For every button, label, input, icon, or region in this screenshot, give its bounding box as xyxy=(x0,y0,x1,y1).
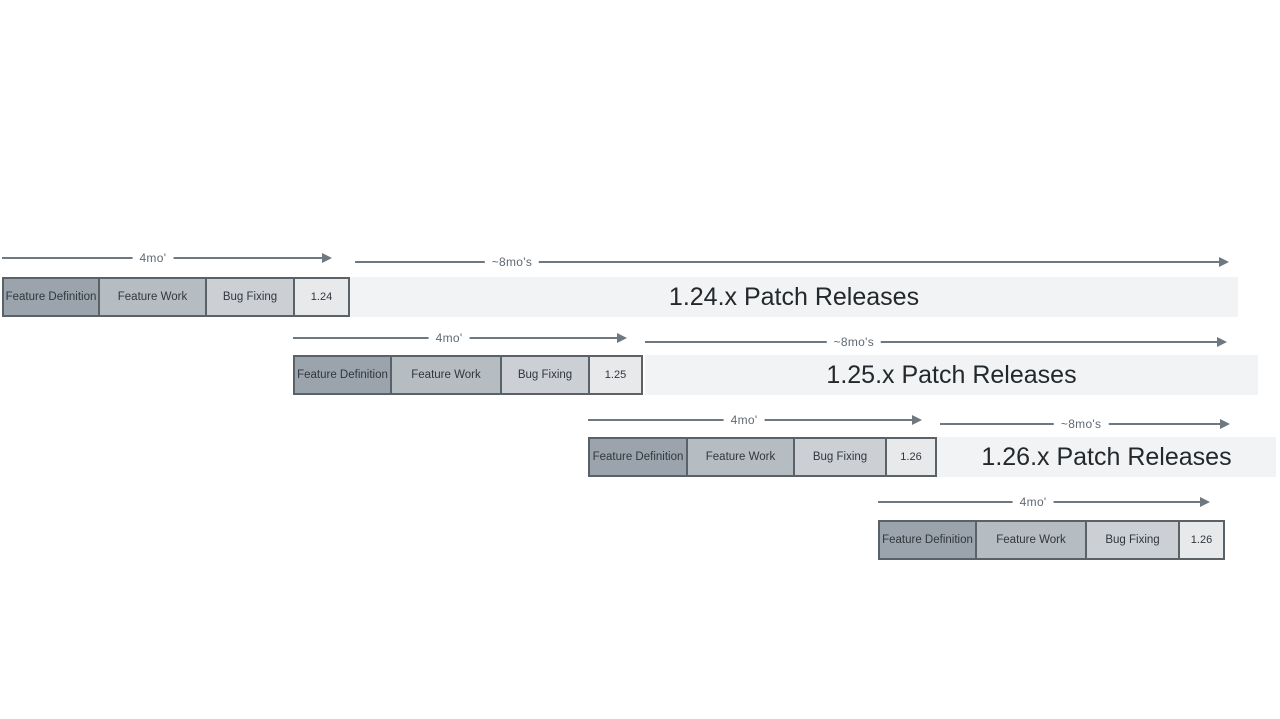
arrow-head-icon xyxy=(1217,337,1227,347)
phase-row: Feature Definition Feature Work Bug Fixi… xyxy=(588,437,937,477)
phase-box-feature-work: Feature Work xyxy=(98,277,207,317)
phase-box-bug-fixing: Bug Fixing xyxy=(1085,520,1180,560)
release-version-box: 1.26 xyxy=(1178,520,1225,560)
dev-duration-label: 4mo' xyxy=(723,413,765,427)
arrow-head-icon xyxy=(1200,497,1210,507)
patch-releases-band: 1.26.x Patch Releases xyxy=(937,437,1276,477)
patch-duration-label: ~8mo's xyxy=(826,335,882,349)
phase-box-feature-work: Feature Work xyxy=(390,355,502,395)
dev-duration-arrow: 4mo' xyxy=(293,331,627,345)
arrow-head-icon xyxy=(1219,257,1229,267)
patch-duration-label: ~8mo's xyxy=(484,255,540,269)
phase-row: Feature Definition Feature Work Bug Fixi… xyxy=(878,520,1225,560)
dev-duration-arrow: 4mo' xyxy=(588,413,922,427)
phase-box-feature-definition: Feature Definition xyxy=(878,520,977,560)
phase-row: Feature Definition Feature Work Bug Fixi… xyxy=(2,277,350,317)
dev-duration-arrow: 4mo' xyxy=(2,251,332,265)
phase-box-feature-definition: Feature Definition xyxy=(293,355,392,395)
phase-box-bug-fixing: Bug Fixing xyxy=(205,277,295,317)
dev-duration-label: 4mo' xyxy=(1012,495,1054,509)
phase-box-bug-fixing: Bug Fixing xyxy=(500,355,590,395)
dev-duration-label: 4mo' xyxy=(428,331,470,345)
patch-duration-arrow: ~8mo's xyxy=(940,417,1230,431)
phase-box-feature-definition: Feature Definition xyxy=(2,277,100,317)
release-version-box: 1.26 xyxy=(885,437,937,477)
phase-box-feature-definition: Feature Definition xyxy=(588,437,688,477)
phase-box-bug-fixing: Bug Fixing xyxy=(793,437,887,477)
patch-duration-arrow: ~8mo's xyxy=(355,255,1229,269)
release-version-box: 1.24 xyxy=(293,277,350,317)
patch-releases-band: 1.24.x Patch Releases xyxy=(350,277,1238,317)
dev-duration-arrow: 4mo' xyxy=(878,495,1210,509)
dev-duration-label: 4mo' xyxy=(132,251,174,265)
patch-duration-label: ~8mo's xyxy=(1053,417,1109,431)
arrow-head-icon xyxy=(322,253,332,263)
patch-duration-arrow: ~8mo's xyxy=(645,335,1227,349)
arrow-head-icon xyxy=(617,333,627,343)
phase-box-feature-work: Feature Work xyxy=(975,520,1087,560)
phase-box-feature-work: Feature Work xyxy=(686,437,795,477)
patch-releases-band: 1.25.x Patch Releases xyxy=(645,355,1258,395)
arrow-head-icon xyxy=(912,415,922,425)
phase-row: Feature Definition Feature Work Bug Fixi… xyxy=(293,355,643,395)
arrow-head-icon xyxy=(1220,419,1230,429)
release-version-box: 1.25 xyxy=(588,355,643,395)
